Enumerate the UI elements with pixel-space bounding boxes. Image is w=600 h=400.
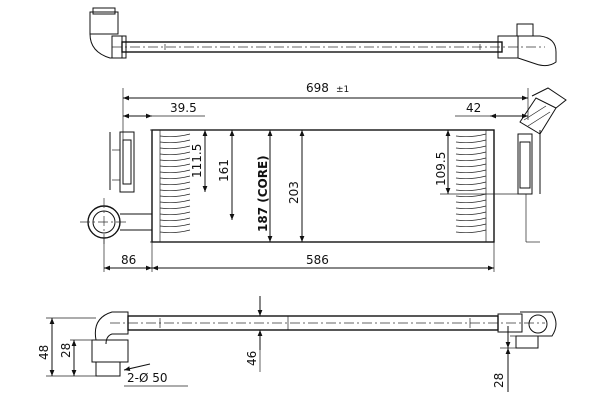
dim-left-pipe-h: 111.5: [190, 144, 204, 178]
dim-side-28: 28: [59, 343, 73, 358]
dim-core-label: 187 (CORE): [256, 155, 270, 232]
right-fins: [455, 133, 487, 234]
dim-left-offset: 39.5: [170, 101, 197, 115]
dim-right-28: 28: [492, 373, 506, 388]
right-outlet-pipe: [519, 87, 567, 135]
dim-side-48: 48: [37, 345, 51, 360]
front-view: 698 ±1 39.5 42: [80, 81, 567, 272]
dim-pipe-diameter: 2-Ø 50: [127, 371, 168, 385]
dim-total-height: 203: [287, 181, 301, 204]
left-fins: [159, 133, 191, 234]
dim-height-161: 161: [217, 159, 231, 182]
dim-right-pipe-h: 109.5: [434, 152, 448, 186]
dim-right-offset: 42: [466, 101, 481, 115]
dim-bottom-left: 86: [121, 253, 136, 267]
left-inlet-pipe: [80, 198, 152, 246]
dim-core-width: 586: [306, 253, 329, 267]
bottom-view: 48 28 46 28 2-Ø 50: [37, 296, 557, 392]
dim-overall-tol: ±1: [336, 85, 349, 95]
top-view: [89, 7, 557, 67]
dim-thickness: 46: [245, 351, 259, 366]
dim-overall-length: 698: [306, 81, 329, 95]
